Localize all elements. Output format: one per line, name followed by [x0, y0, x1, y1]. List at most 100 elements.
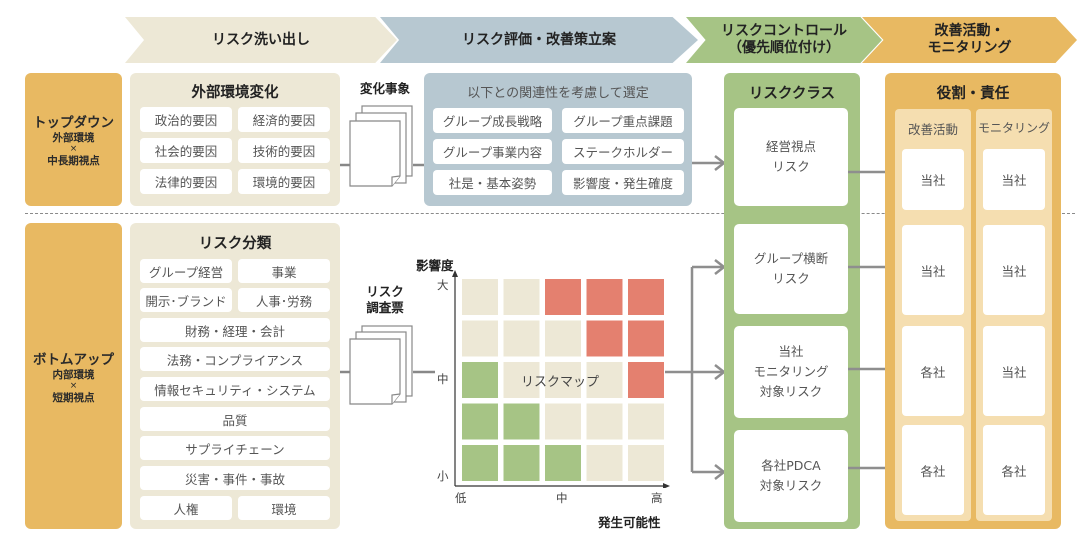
- risk-class-line: リスク: [772, 271, 810, 286]
- risk-map-cell-low: [503, 403, 540, 440]
- role-column-monitoring: モニタリング 当社 当社 当社 各社: [976, 109, 1052, 521]
- risk-map-label: リスクマップ: [521, 375, 600, 390]
- risk-map-cell-mid: [462, 279, 498, 315]
- y-tick-high: 大: [437, 278, 449, 292]
- bottom-up-title: ボトムアップ: [33, 351, 114, 368]
- x-tick-high: 高: [651, 491, 663, 505]
- document-stack-icon: [340, 105, 425, 187]
- role-cell: 各社: [902, 425, 964, 515]
- x-tick-mid: 中: [556, 491, 568, 505]
- risk-map-cell-mid: [545, 403, 581, 440]
- survey-label-line1: リスク: [366, 284, 404, 299]
- risk-class-title: リスククラス: [748, 86, 836, 102]
- category-chip: 品質: [140, 407, 330, 431]
- evaluation-title: 以下との関連性を考慮して選定: [467, 86, 649, 101]
- risk-class-item: 経営視点リスク: [734, 108, 848, 206]
- risk-categories-panel: リスク分類 グループ経営 事業 開示･ブランド 人事･労務 財務・経理・会計 法…: [130, 223, 340, 529]
- category-chip: 人事･労務: [238, 288, 330, 312]
- category-chip: 災害・事件・事故: [140, 466, 330, 490]
- risk-map-cell-mid: [628, 403, 664, 440]
- category-chip: 財務・経理・会計: [140, 318, 330, 342]
- risk-map-cell-mid: [586, 362, 623, 398]
- risk-class-item: グループ横断リスク: [734, 224, 848, 314]
- bottom-up-line1: 内部環境: [52, 368, 95, 381]
- risk-map-cell-low: [462, 362, 498, 398]
- phase-risk-control: リスクコントロール（優先順位付け）: [686, 17, 882, 63]
- y-tick-mid: 中: [437, 372, 449, 386]
- risk-map-cell-high: [545, 279, 581, 315]
- risk-categories-title: リスク分類: [198, 236, 272, 252]
- category-chip: 人権: [140, 496, 232, 520]
- role-cell: 各社: [902, 326, 964, 416]
- external-env-panel: 外部環境変化 政治的要因 経済的要因 社会的要因 技術的要因 法律的要因 環境的…: [130, 73, 340, 206]
- factor-chip: 法律的要因: [140, 169, 232, 194]
- risk-map-cell-mid: [628, 445, 664, 481]
- phase-risk-evaluation: リスク評価・改善策立案: [380, 17, 698, 63]
- y-axis-title: 影響度: [416, 258, 454, 273]
- factor-chip: 経済的要因: [238, 107, 330, 132]
- phase-improvement-monitoring: 改善活動・モニタリング: [862, 17, 1077, 63]
- category-chip: 法務・コンプライアンス: [140, 347, 330, 371]
- category-chip: 情報セキュリティ・システム: [140, 377, 330, 401]
- criteria-chip: 社是・基本姿勢: [433, 170, 552, 195]
- factor-chip: 社会的要因: [140, 138, 232, 163]
- role-column-title: モニタリング: [977, 121, 1050, 135]
- risk-map-cell-mid: [503, 279, 540, 315]
- category-chip: 事業: [238, 259, 330, 283]
- x-tick-low: 低: [455, 491, 467, 505]
- role-cell: 当社: [902, 225, 964, 315]
- risk-map-grid: [452, 270, 670, 488]
- phase-label-line1: リスクコントロール: [721, 23, 847, 39]
- risk-map-cell-low: [503, 445, 540, 481]
- phase-label: リスク評価・改善策立案: [462, 31, 616, 48]
- times-symbol: ×: [69, 380, 78, 391]
- risk-map-cell-mid: [586, 403, 623, 440]
- risk-map-cell-high: [586, 279, 623, 315]
- survey-label: リスク 調査票: [355, 284, 415, 316]
- risk-map-cell-mid: [503, 320, 540, 357]
- factor-chip: 技術的要因: [238, 138, 330, 163]
- bottom-up-box: ボトムアップ 内部環境 × 短期視点: [25, 223, 122, 529]
- risk-class-line: 当社: [778, 344, 804, 359]
- phase-label: リスク洗い出し: [212, 31, 310, 48]
- x-axis-arrowhead: [663, 483, 670, 488]
- survey-label-line2: 調査票: [366, 300, 404, 315]
- evaluation-panel: 以下との関連性を考慮して選定 グループ成長戦略 グループ重点課題 グループ事業内…: [424, 73, 692, 206]
- phase-risk-identification: リスク洗い出し: [125, 17, 397, 63]
- roles-panel: 役割・責任 改善活動 当社 当社 各社 各社 モニタリング 当社 当社 当社 各…: [885, 73, 1061, 529]
- change-events-label: 変化事象: [359, 81, 410, 96]
- y-tick-low: 小: [437, 469, 449, 483]
- risk-map-cell-high: [628, 279, 664, 315]
- top-down-line1: 外部環境: [52, 132, 95, 144]
- risk-map-cell-low: [462, 445, 498, 481]
- external-env-title: 外部環境変化: [191, 85, 279, 101]
- risk-class-item: 当社モニタリング対象リスク: [734, 326, 848, 418]
- section-divider: [25, 213, 1075, 214]
- x-axis-title: 発生可能性: [598, 515, 661, 530]
- risk-map-cell-low: [462, 403, 498, 440]
- risk-class-line: 経営視点: [765, 139, 816, 154]
- top-down-title: トップダウン: [33, 115, 114, 131]
- y-axis-arrowhead: [452, 270, 458, 277]
- criteria-chip: ステークホルダー: [562, 139, 684, 164]
- phase-label-line2: モニタリング: [927, 40, 1012, 56]
- risk-class-line: グループ横断: [753, 251, 829, 266]
- criteria-chip: グループ成長戦略: [433, 108, 552, 133]
- phase-label-line2: （優先順位付け）: [728, 40, 840, 56]
- category-chip: 環境: [238, 496, 330, 520]
- role-column-improvement: 改善活動 当社 当社 各社 各社: [895, 109, 971, 521]
- category-chip: 開示･ブランド: [140, 288, 232, 312]
- factor-chip: 環境的要因: [238, 169, 330, 194]
- risk-class-panel: リスククラス 経営視点リスク グループ横断リスク 当社モニタリング対象リスク 各…: [724, 73, 860, 529]
- criteria-chip: グループ重点課題: [562, 108, 684, 133]
- risk-map-cell-mid: [462, 320, 498, 357]
- role-cell: 当社: [902, 149, 964, 210]
- top-down-line2: 中長期視点: [47, 155, 100, 167]
- risk-class-line: 対象リスク: [759, 384, 823, 399]
- criteria-chip: 影響度・発生確度: [562, 170, 684, 195]
- phase-label-line1: 改善活動・: [934, 23, 1005, 39]
- risk-map-cell-mid: [503, 362, 540, 398]
- role-cell: 当社: [983, 326, 1045, 416]
- risk-map-cell-high: [628, 320, 664, 357]
